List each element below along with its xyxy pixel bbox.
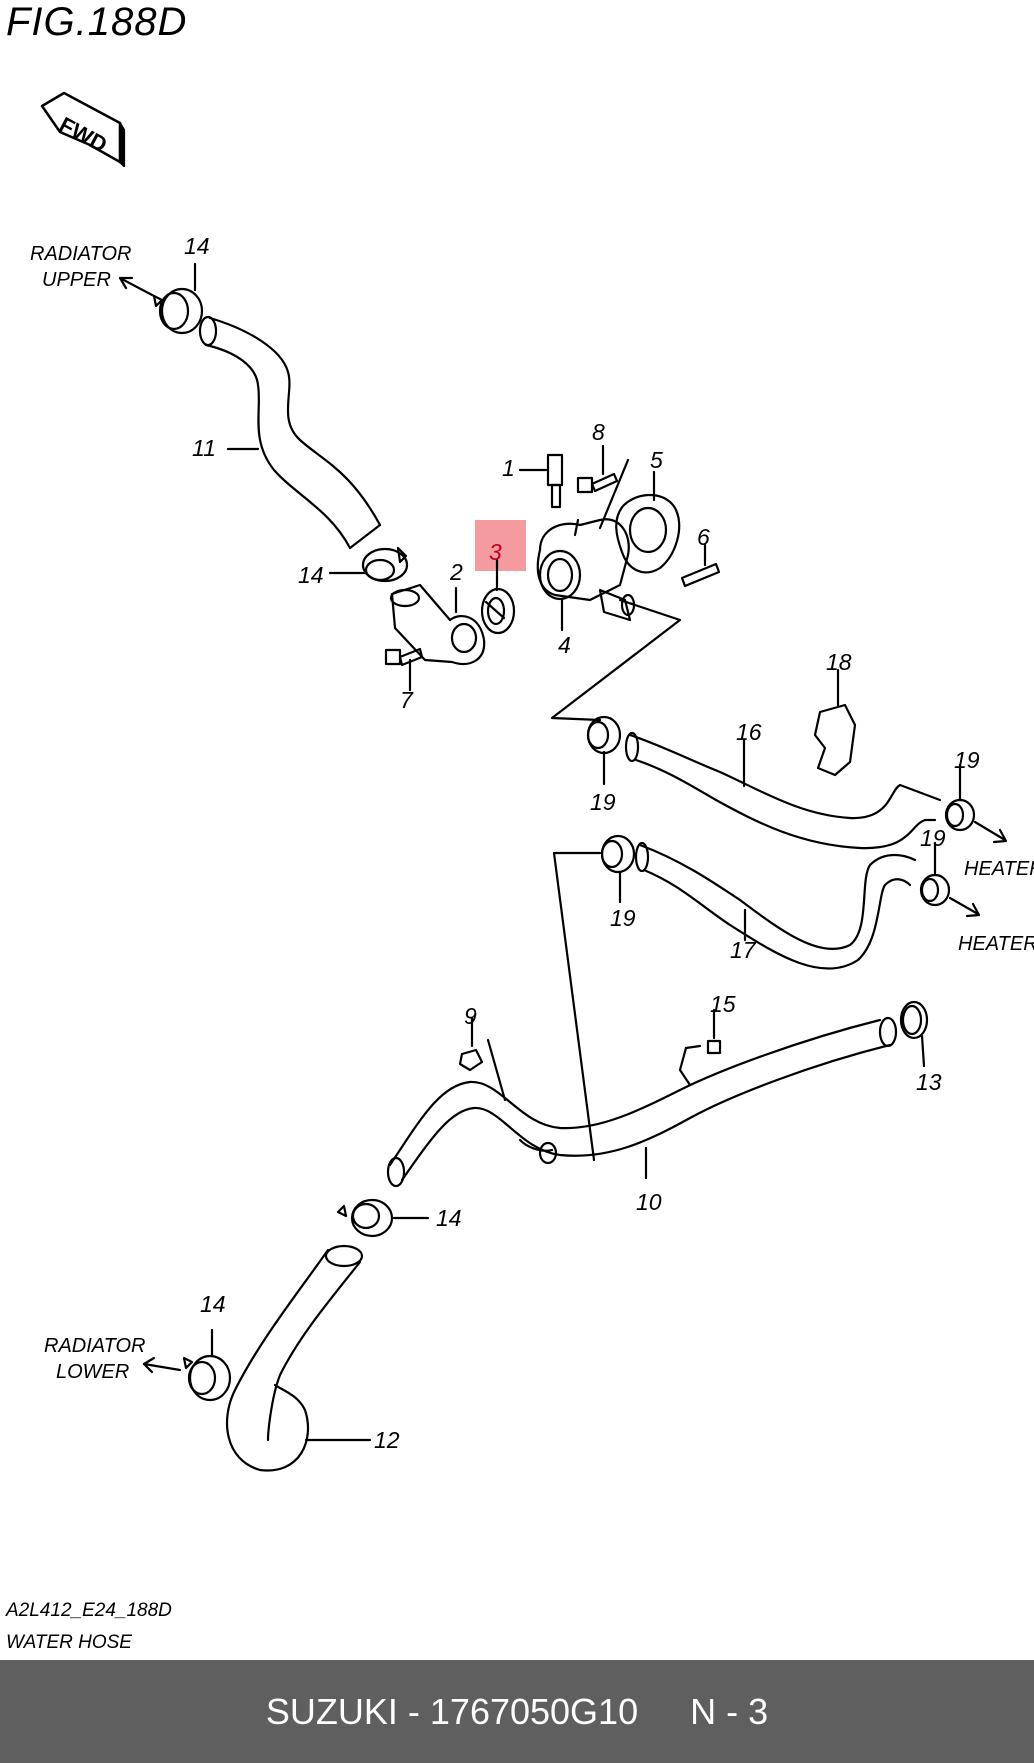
thermostat-3[interactable]	[480, 558, 516, 635]
callout-18: 18	[826, 649, 852, 675]
callout-13: 13	[916, 1069, 942, 1095]
hose-16-heater	[624, 731, 942, 850]
hose-clamp-14-bottom	[182, 1328, 232, 1402]
hose-clamp-19-d	[919, 841, 981, 918]
bolt-8	[576, 444, 619, 494]
thermostat-housing-4	[536, 518, 636, 632]
radiator-lower-label-line1: RADIATOR	[44, 1335, 146, 1357]
callout-14-bottom: 14	[200, 1291, 226, 1317]
radiator-upper-label-line1: RADIATOR	[30, 243, 132, 265]
footer-part-number: SUZUKI - 1767050G10	[265, 1690, 639, 1732]
footer-page-ref: N - 3	[690, 1690, 769, 1732]
hose-clamp-14-upper-mid	[328, 546, 409, 583]
bolt-7	[384, 647, 424, 692]
heater-label-2: HEATER	[958, 933, 1034, 955]
callout-15: 15	[710, 991, 736, 1017]
callout-11: 11	[192, 435, 216, 461]
water-hose-diagram: FWD RADIATOR UPPER 14 11 14 2	[30, 91, 1034, 1472]
radiator-lower-annotation: RADIATOR LOWER	[44, 1335, 182, 1383]
hose-12-radiator-lower	[225, 1244, 372, 1472]
callout-12: 12	[374, 1427, 400, 1453]
bolt-15	[678, 1008, 722, 1087]
nut-9	[458, 1016, 507, 1102]
callout-14-lower-mid: 14	[436, 1205, 462, 1231]
water-pipe-10	[386, 1016, 898, 1188]
hose-clamp-19-c	[600, 834, 636, 904]
callout-14-top: 14	[184, 233, 210, 259]
hose-clamp-19-a	[586, 715, 622, 786]
callout-5: 5	[650, 447, 663, 473]
gasket-5	[598, 458, 681, 574]
figure-title: FIG.188D	[6, 0, 188, 44]
callout-8: 8	[592, 419, 605, 445]
callout-19-c: 19	[610, 905, 636, 931]
callout-16: 16	[736, 719, 762, 745]
hose-17-heater	[634, 841, 917, 970]
callout-10: 10	[636, 1189, 662, 1215]
callout-3: 3	[489, 539, 502, 565]
radiator-lower-label-line2: LOWER	[56, 1361, 129, 1383]
hose-bracket-18	[813, 668, 857, 777]
fwd-arrow-icon: FWD	[40, 91, 126, 168]
radiator-upper-annotation: RADIATOR UPPER	[30, 243, 156, 298]
callout-9: 9	[464, 1003, 477, 1029]
callout-7: 7	[400, 687, 414, 713]
reference-line-2	[552, 851, 602, 1162]
hose-11-radiator-upper	[198, 315, 382, 550]
heater-label-1: HEATER	[964, 858, 1034, 880]
callout-19-b: 19	[954, 747, 980, 773]
callout-2: 2	[449, 559, 463, 585]
o-ring-13	[899, 1000, 929, 1068]
callout-19-d: 19	[920, 825, 946, 851]
reference-line-1	[550, 598, 682, 722]
callout-6: 6	[697, 524, 710, 550]
callout-17: 17	[730, 937, 757, 963]
highlight-part-3[interactable]	[475, 520, 526, 571]
callout-4: 4	[558, 632, 571, 658]
callout-19-a: 19	[590, 789, 616, 815]
callout-14-upper-mid: 14	[298, 562, 324, 588]
hose-clamp-19-b	[944, 763, 1008, 844]
thermostat-cap-2	[389, 583, 486, 666]
drawing-name: WATER HOSE	[6, 1632, 132, 1653]
radiator-upper-label-line2: UPPER	[42, 269, 111, 291]
stud-6	[680, 543, 721, 588]
callout-1: 1	[502, 455, 515, 481]
hose-clamp-14-top	[152, 262, 204, 335]
drawing-code: A2L412_E24_188D	[6, 1600, 172, 1621]
temperature-sensor-1	[518, 453, 564, 509]
hose-clamp-14-lower-mid	[336, 1198, 430, 1238]
footer-bar: SUZUKI - 1767050G10 N - 3	[0, 1660, 1034, 1763]
